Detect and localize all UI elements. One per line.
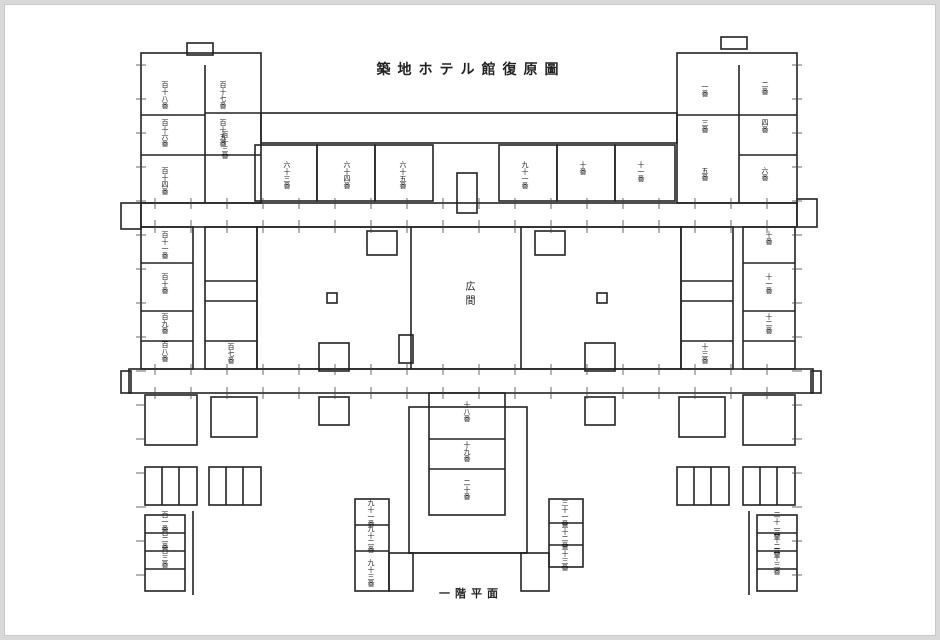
room-label: 三十一番: [561, 499, 569, 527]
west-upper-entry: [120, 202, 142, 230]
room-label: 百十四番: [161, 167, 169, 195]
room-label: 百十六番: [161, 119, 169, 147]
ssw-annex: [388, 552, 414, 592]
central-stair: [456, 172, 478, 214]
room-label: 五番: [701, 167, 709, 181]
room-label: 百八番: [161, 341, 169, 362]
room-label: 三十三番: [561, 543, 569, 571]
north-corridor: [260, 112, 678, 144]
room-label: 百七番: [227, 343, 235, 364]
sw-stall-row: [208, 466, 262, 506]
room-label: 六十四番: [343, 161, 351, 189]
room-label: 百十番: [161, 273, 169, 294]
room-label: 三十二番: [561, 521, 569, 549]
hall-label: 広間: [463, 281, 474, 309]
hall-column-box: [318, 342, 350, 372]
nw-porch: [186, 42, 214, 56]
room-label: 十番: [765, 231, 773, 245]
room-label: 六十五番: [399, 161, 407, 189]
floor-title: 一階平面: [439, 587, 503, 600]
hall-pillar: [326, 292, 338, 304]
room-label: 十二番: [765, 313, 773, 334]
room-label: 十九番: [463, 441, 471, 462]
room-label: 百十一番: [161, 231, 169, 259]
plan-walls: [120, 36, 822, 595]
central-south-rooms: [428, 392, 506, 516]
room-label: 百二番: [161, 529, 169, 550]
grid-ticks: [136, 64, 802, 576]
east-entry: [810, 370, 822, 394]
room-label: 百十七番: [219, 81, 227, 109]
east-upper-entry: [796, 198, 818, 228]
room-label: 百九番: [161, 313, 169, 334]
room-label: 九十二番: [367, 525, 375, 553]
room-label: 十番: [579, 161, 587, 175]
south-column-box: [584, 396, 616, 426]
sw-stall-row: [144, 466, 198, 506]
room-label: 三番: [701, 119, 709, 133]
sse-annex: [520, 552, 550, 592]
sse-block: [548, 498, 584, 568]
ssw-block: [354, 498, 390, 592]
room-label: 十三番: [701, 343, 709, 364]
north-room: [614, 144, 676, 202]
room-label: 十八番: [463, 401, 471, 422]
se-stall-row: [676, 466, 730, 506]
se-stall-row: [742, 466, 796, 506]
sw-toilet-block: [210, 396, 258, 438]
room-label: 九十一番: [521, 161, 529, 189]
west-entry: [120, 370, 132, 394]
sw-south-block: [144, 514, 186, 592]
room-label: 二十三番: [773, 547, 781, 575]
floor-plan: [120, 36, 822, 595]
room-label: 九十三番: [367, 559, 375, 587]
room-label: 十一番: [765, 273, 773, 294]
room-label: 四番: [761, 119, 769, 133]
se-corner-block: [742, 394, 796, 446]
se-south-block: [756, 514, 798, 592]
room-label: 百三番: [161, 547, 169, 568]
se-toilet-block: [678, 396, 726, 438]
hall-pillar: [596, 292, 608, 304]
hall-column-box: [534, 230, 566, 256]
room-label: 十一番: [637, 161, 645, 182]
sw-corner-block: [144, 394, 198, 446]
hall-column-box: [584, 342, 616, 372]
ne-porch: [720, 36, 748, 50]
room-label: 二十番: [463, 479, 471, 500]
room-label: 九十一番: [367, 499, 375, 527]
room-label: 百十五番: [219, 119, 227, 147]
north-room: [374, 144, 434, 202]
room-label: 百十三番: [221, 131, 229, 159]
drawing-sheet: 築地ホテル館復原圖: [4, 4, 936, 636]
hall-column-box: [366, 230, 398, 256]
drawing-title: 築地ホテル館復原圖: [376, 62, 566, 78]
south-column-box: [318, 396, 350, 426]
room-label: 一番: [701, 83, 709, 97]
room-label: 百十八番: [161, 81, 169, 109]
room-label: 六十三番: [283, 161, 291, 189]
hall-stair: [398, 334, 414, 364]
label-layer: 百十八番百十七番百十六番百十五番百十四番百十三番六十三番六十四番六十五番九十一番…: [5, 5, 937, 637]
room-label: 六番: [761, 167, 769, 181]
room-label: 二十一番: [773, 511, 781, 539]
room-label: 二十二番: [773, 529, 781, 557]
room-label: 百一番: [161, 511, 169, 532]
room-label: 二番: [761, 81, 769, 95]
